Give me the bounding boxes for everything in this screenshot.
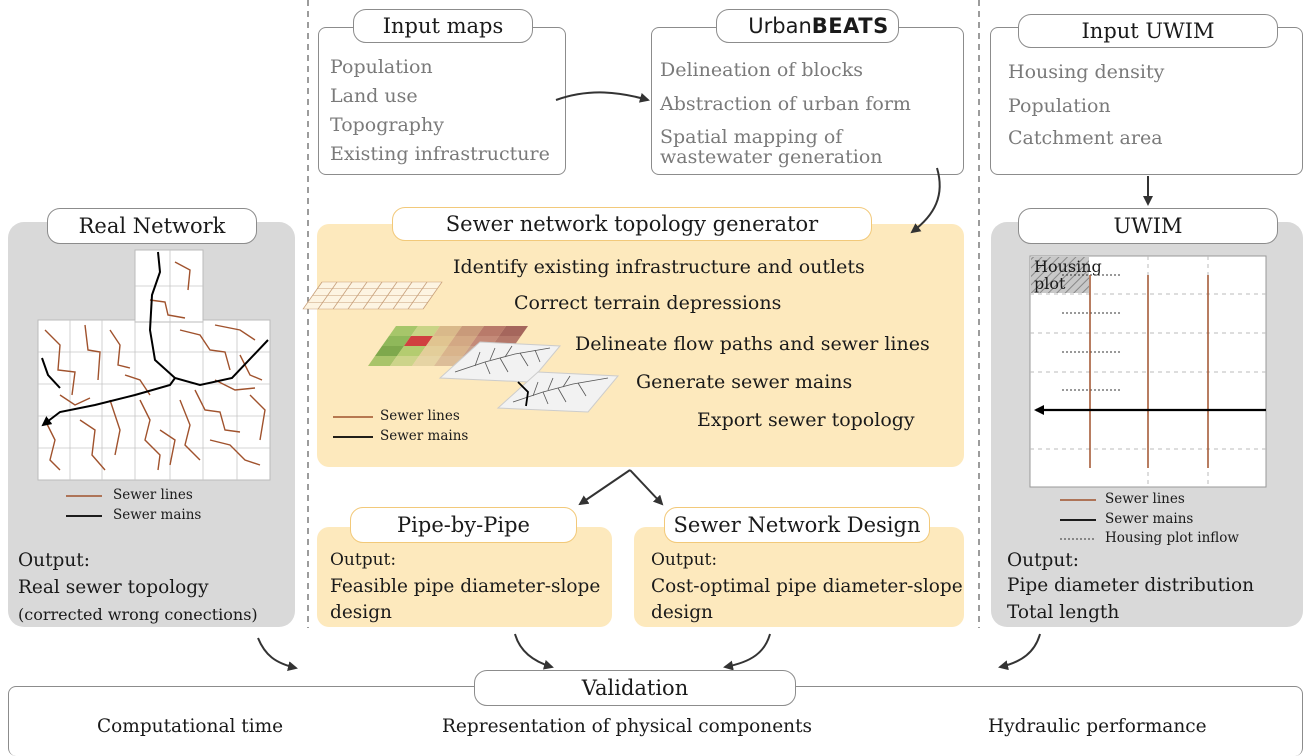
input-map-population: Population — [330, 56, 433, 78]
real-network-legend-mains: Sewer mains — [113, 507, 202, 523]
uwim-title: UWIM — [1018, 208, 1278, 244]
arrow-real-validation — [257, 637, 298, 672]
real-network-map — [37, 249, 271, 481]
pipe-by-pipe-line-1: Feasible pipe diameter-slope — [330, 576, 601, 597]
uwim-legend-inflow: Housing plot inflow — [1105, 530, 1239, 546]
flowpath-tile-1 — [438, 341, 562, 383]
urbanbeats-item-blocks: Delineation of blocks — [660, 59, 863, 81]
arrow-design-validation — [723, 633, 771, 671]
real-network-output-1: Real sewer topology — [18, 577, 209, 598]
uwim-plot-label-2: plot — [1034, 274, 1066, 293]
uwim-legend-lines: Sewer lines — [1105, 491, 1185, 507]
pipe-by-pipe-line-2: design — [330, 602, 392, 623]
uwim-legend-mains: Sewer mains — [1105, 511, 1194, 527]
uwim-plot-label-1: Housing — [1034, 257, 1102, 276]
urbanbeats-logo-text-1: Urban — [748, 14, 812, 38]
input-uwim-population: Population — [1008, 95, 1111, 117]
input-uwim-title: Input UWIM — [1018, 14, 1278, 48]
generator-step-identify: Identify existing infrastructure and out… — [453, 256, 865, 278]
network-design-panel — [634, 527, 964, 627]
input-map-topography: Topography — [330, 114, 444, 136]
generator-step-mains: Generate sewer mains — [636, 371, 853, 393]
arrow-inputmaps-urbanbeats — [555, 91, 650, 103]
validation-physical-components: Representation of physical components — [442, 716, 813, 737]
network-design-line-2: design — [651, 602, 713, 623]
arrow-gen-pipe — [578, 469, 631, 506]
generator-legend-mains: Sewer mains — [380, 428, 469, 444]
real-network-output-label: Output: — [18, 550, 90, 571]
uwim-output-label: Output: — [1007, 550, 1079, 571]
pipe-by-pipe-panel — [317, 527, 612, 627]
generator-step-delineate: Delineate flow paths and sewer lines — [575, 333, 930, 355]
network-design-line-1: Cost-optimal pipe diameter-slope — [651, 576, 963, 597]
input-maps-title: Input maps — [353, 9, 533, 43]
generator-step-export: Export sewer topology — [697, 409, 915, 431]
urbanbeats-item-mapping-2: wastewater generation — [660, 146, 883, 168]
network-design-output-label: Output: — [651, 550, 718, 570]
real-network-legend-lines: Sewer lines — [113, 487, 193, 503]
pipe-by-pipe-title: Pipe-by-Pipe — [350, 507, 577, 543]
real-network-output-2: (corrected wrong conections) — [18, 605, 258, 624]
validation-computational-time: Computational time — [97, 716, 284, 737]
generator-illustration — [302, 281, 620, 413]
generator-legend-lines: Sewer lines — [380, 408, 460, 424]
input-uwim-catchment: Catchment area — [1008, 127, 1163, 149]
urbanbeats-box — [651, 27, 964, 175]
arrow-gen-design — [629, 469, 664, 506]
arrow-pipe-validation — [514, 633, 554, 670]
urbanbeats-item-urban-form: Abstraction of urban form — [660, 93, 911, 115]
flowpath-tile-2 — [496, 371, 620, 413]
input-uwim-housing: Housing density — [1008, 61, 1165, 83]
input-map-land-use: Land use — [330, 85, 418, 107]
generator-title: Sewer network topology generator — [392, 207, 872, 241]
real-network-title: Real Network — [47, 208, 257, 244]
arrow-uwim-validation — [998, 633, 1041, 671]
input-map-infrastructure: Existing infrastructure — [330, 143, 550, 165]
input-uwim-box — [990, 27, 1303, 175]
urbanbeats-logo-text-2: BEATS — [811, 14, 889, 38]
urbanbeats-item-mapping-1: Spatial mapping of — [660, 126, 843, 148]
validation-title: Validation — [474, 670, 796, 706]
uwim-output-1: Pipe diameter distribution — [1007, 575, 1255, 596]
urbanbeats-title: UrbanBEATS — [716, 9, 899, 43]
validation-hydraulic-performance: Hydraulic performance — [988, 716, 1207, 737]
pipe-by-pipe-output-label: Output: — [330, 550, 397, 570]
arrow-urbanbeats-generator — [910, 167, 941, 234]
generator-step-correct: Correct terrain depressions — [514, 292, 782, 314]
uwim-output-2: Total length — [1007, 602, 1120, 623]
uwim-diagram — [1029, 255, 1267, 488]
network-design-title: Sewer Network Design — [664, 507, 930, 543]
